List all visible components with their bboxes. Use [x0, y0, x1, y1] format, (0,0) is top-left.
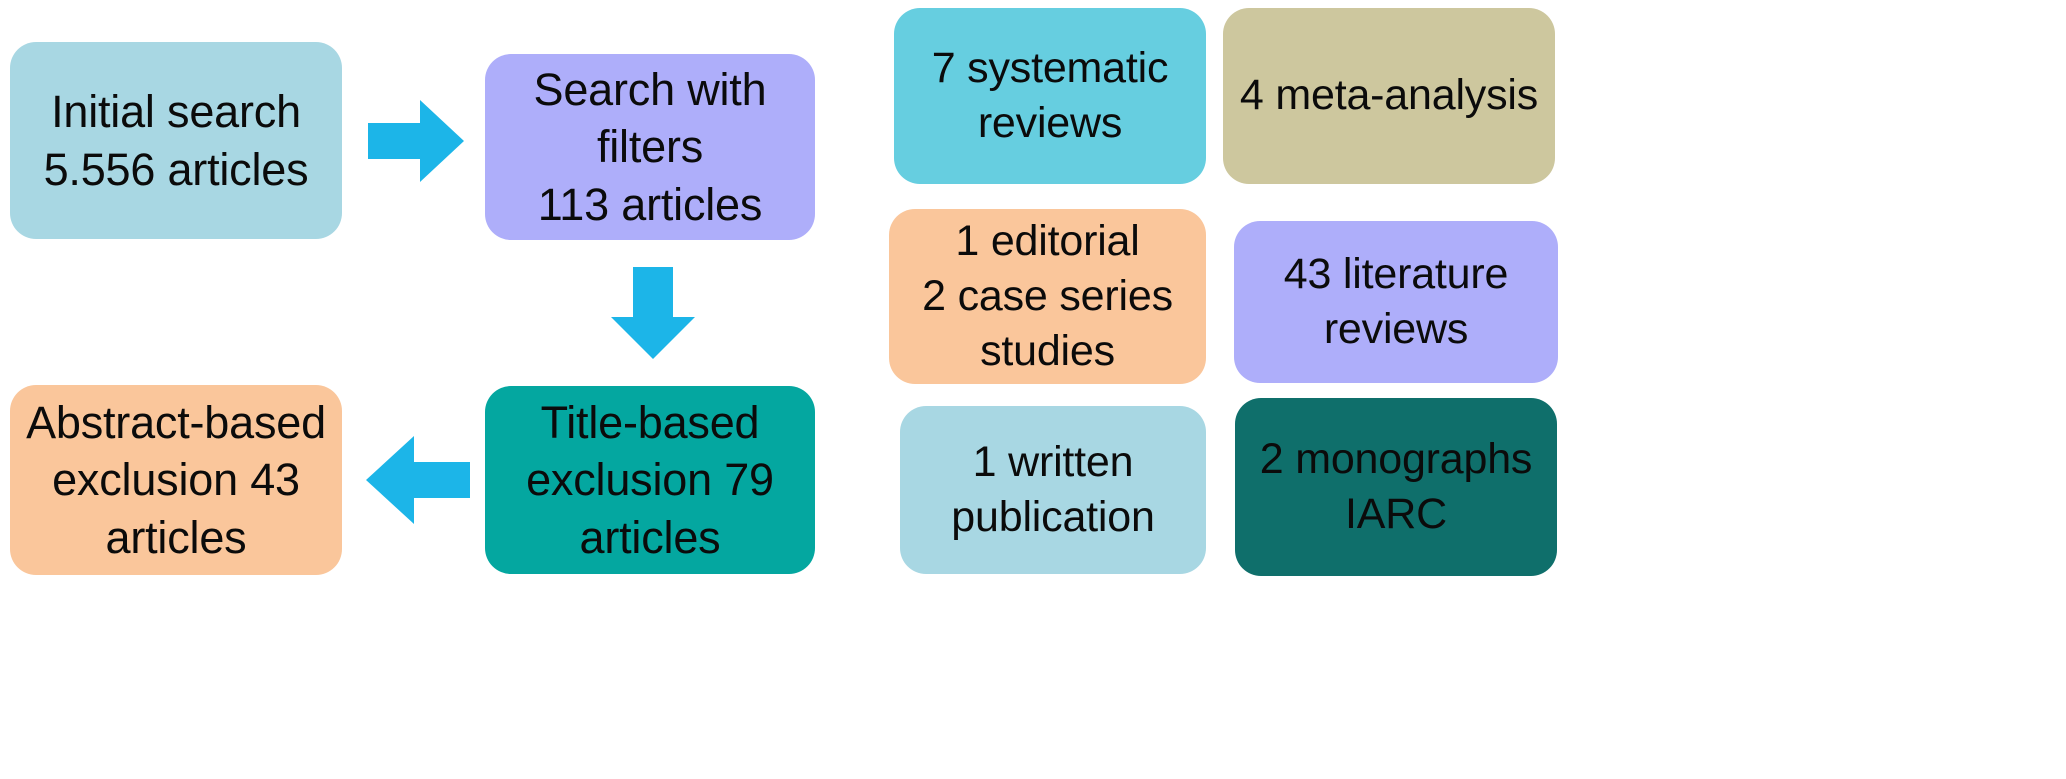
result-node-systematic-reviews[interactable]: 7 systematic reviews [894, 8, 1206, 184]
arrow-down-icon [609, 267, 697, 359]
result-node-editorial-case-series[interactable]: 1 editorial 2 case series studies [889, 209, 1206, 384]
result-node-meta-analysis[interactable]: 4 meta-analysis [1223, 8, 1555, 184]
result-node-monographs-iarc[interactable]: 2 monographs IARC [1235, 398, 1557, 576]
result-node-written-publication[interactable]: 1 written publication [900, 406, 1206, 574]
flow-node-initial-search[interactable]: Initial search 5.556 articles [10, 42, 342, 239]
flow-node-search-with-filters[interactable]: Search with filters 113 articles [485, 54, 815, 240]
result-node-literature-reviews[interactable]: 43 literature reviews [1234, 221, 1558, 383]
arrow-left-icon [366, 434, 470, 526]
flow-node-abstract-based-exclusion[interactable]: Abstract-based exclusion 43 articles [10, 385, 342, 575]
flow-node-title-based-exclusion[interactable]: Title-based exclusion 79 articles [485, 386, 815, 574]
arrow-right-icon [368, 98, 464, 184]
